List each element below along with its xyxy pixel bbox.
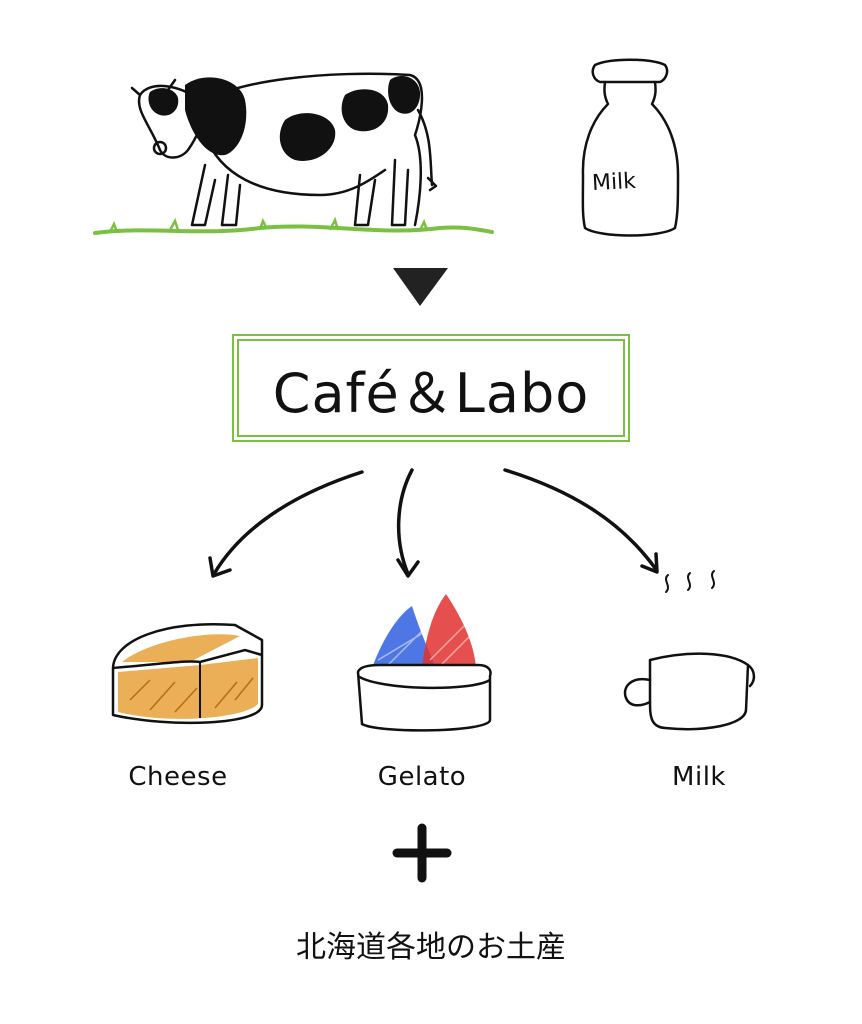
label-milk: Milk <box>599 762 799 792</box>
label-cheese: Cheese <box>78 762 278 792</box>
souvenir-caption: 北海道各地のお土産 <box>0 922 862 966</box>
arrow-to-milk <box>505 470 655 568</box>
arrow-to-gelato <box>399 470 412 574</box>
milk-cup-illustration <box>625 654 754 729</box>
label-gelato: Gelato <box>322 762 522 792</box>
down-triangle-icon <box>393 268 448 306</box>
branch-arrows <box>210 470 657 576</box>
brand-box: Café＆Labo <box>232 334 630 442</box>
bottle-label: Milk <box>591 169 636 196</box>
steam-icon <box>666 571 714 592</box>
milk-bottle-illustration <box>583 60 678 236</box>
brand-title: Café＆Labo <box>273 349 590 428</box>
grass-line <box>95 226 492 233</box>
arrow-to-cheese <box>214 472 362 574</box>
plus-icon <box>397 828 447 878</box>
cheese-illustration <box>113 624 262 723</box>
gelato-illustration <box>358 594 491 730</box>
